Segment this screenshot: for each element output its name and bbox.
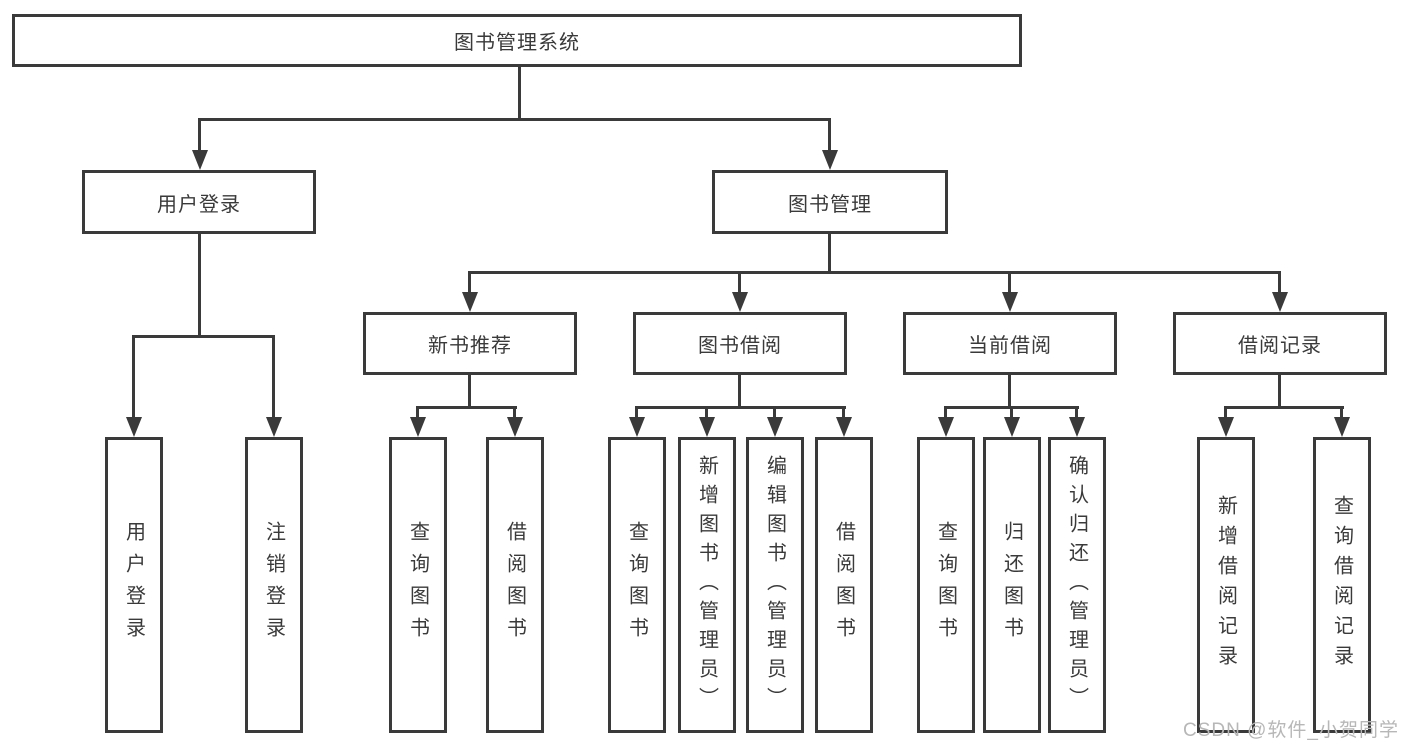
arrow-to-confirm-return: [1069, 417, 1085, 437]
leaf-confirm-return-admin-label: 确认归还（管理员）: [1065, 454, 1088, 716]
arrow-to-add-books: [699, 417, 715, 437]
connector-stem-add-record: [1224, 406, 1227, 417]
node-user-login-label: 用户登录: [157, 193, 241, 216]
leaf-return-books-label: 归还图书: [1000, 521, 1023, 649]
leaf-add-books-admin-label: 新增图书（管理员）: [695, 454, 718, 716]
leaf-logout-login-label: 注销登录: [262, 521, 285, 649]
arrow-to-query-borrow: [629, 417, 645, 437]
arrow-to-book-borrow: [732, 292, 748, 312]
connector-stem-leaf-user-login: [132, 335, 135, 417]
node-new-book-recommend-label: 新书推荐: [428, 335, 512, 357]
connector-book-management-trunk: [828, 233, 831, 271]
leaf-logout-login: 注销登录: [245, 437, 303, 733]
node-book-management: 图书管理: [712, 170, 948, 234]
connector-book-management-split: [468, 271, 1281, 274]
connector-stem-query-borrow: [635, 406, 638, 417]
leaf-add-books-admin: 新增图书（管理员）: [678, 437, 736, 733]
leaf-query-books-borrow-label: 查询图书: [625, 521, 648, 649]
leaf-borrow-books-recommend-label: 借阅图书: [503, 521, 526, 649]
connector-stem-edit-books: [773, 406, 776, 417]
leaf-query-borrow-record-label: 查询借阅记录: [1330, 495, 1353, 675]
node-user-login: 用户登录: [82, 170, 316, 234]
arrow-to-query-record: [1334, 417, 1350, 437]
arrow-to-borrow-recommend: [507, 417, 523, 437]
arrow-to-edit-books: [767, 417, 783, 437]
connector-user-login-trunk: [198, 233, 201, 335]
connector-user-login-split: [132, 335, 275, 338]
connector-stem-leaf-logout: [272, 335, 275, 417]
connector-stem-new-book-recommend: [468, 271, 471, 292]
connector-stem-add-books: [705, 406, 708, 417]
arrow-to-add-record: [1218, 417, 1234, 437]
leaf-edit-books-admin: 编辑图书（管理员）: [746, 437, 804, 733]
leaf-edit-books-admin-label: 编辑图书（管理员）: [763, 454, 786, 716]
connector-stem-return-books: [1010, 406, 1013, 417]
leaf-query-books-recommend: 查询图书: [389, 437, 447, 733]
connector-root-split: [198, 118, 831, 121]
connector-book-borrow-split: [635, 406, 846, 409]
leaf-user-login: 用户登录: [105, 437, 163, 733]
node-current-borrow: 当前借阅: [903, 312, 1117, 375]
connector-stem-user-login: [198, 118, 201, 150]
connector-stem-book-management: [828, 118, 831, 150]
arrow-to-leaf-user-login: [126, 417, 142, 437]
connector-borrow-records-split: [1224, 406, 1344, 409]
arrow-to-current-borrow: [1002, 292, 1018, 312]
connector-book-borrow-trunk: [738, 375, 741, 406]
arrow-to-new-book-recommend: [462, 292, 478, 312]
arrow-to-query-current: [938, 417, 954, 437]
connector-stem-query-record: [1340, 406, 1343, 417]
leaf-confirm-return-admin: 确认归还（管理员）: [1048, 437, 1106, 733]
leaf-query-books-current: 查询图书: [917, 437, 975, 733]
connector-stem-confirm-return: [1075, 406, 1078, 417]
node-new-book-recommend: 新书推荐: [363, 312, 577, 375]
leaf-add-borrow-record: 新增借阅记录: [1197, 437, 1255, 733]
leaf-query-books-recommend-label: 查询图书: [406, 521, 429, 649]
connector-root-trunk: [518, 67, 521, 118]
leaf-borrow-books-label: 借阅图书: [832, 521, 855, 649]
connector-stem-query-current: [944, 406, 947, 417]
node-book-borrow-label: 图书借阅: [698, 335, 782, 357]
connector-stem-borrow-books: [842, 406, 845, 417]
leaf-query-books-borrow: 查询图书: [608, 437, 666, 733]
leaf-query-borrow-record: 查询借阅记录: [1313, 437, 1371, 733]
node-root: 图书管理系统: [12, 14, 1022, 67]
csdn-watermark: CSDN @软件_小贺同学: [1183, 720, 1399, 741]
leaf-borrow-books: 借阅图书: [815, 437, 873, 733]
arrow-to-user-login: [192, 150, 208, 170]
connector-current-borrow-trunk: [1008, 375, 1011, 406]
node-borrow-records-label: 借阅记录: [1238, 335, 1322, 357]
leaf-add-borrow-record-label: 新增借阅记录: [1214, 495, 1237, 675]
connector-stem-current-borrow: [1008, 271, 1011, 292]
arrow-to-borrow-records: [1272, 292, 1288, 312]
leaf-user-login-label: 用户登录: [122, 521, 145, 649]
connector-stem-book-borrow: [738, 271, 741, 292]
node-root-label: 图书管理系统: [454, 32, 580, 54]
arrow-to-return-books: [1004, 417, 1020, 437]
node-book-borrow: 图书借阅: [633, 312, 847, 375]
arrow-to-borrow-books: [836, 417, 852, 437]
connector-new-book-recommend-trunk: [468, 375, 471, 406]
node-current-borrow-label: 当前借阅: [968, 335, 1052, 357]
leaf-return-books: 归还图书: [983, 437, 1041, 733]
arrow-to-book-management: [822, 150, 838, 170]
arrow-to-query-recommend: [410, 417, 426, 437]
connector-new-book-recommend-split: [416, 406, 517, 409]
connector-stem-query-recommend: [416, 406, 419, 417]
leaf-borrow-books-recommend: 借阅图书: [486, 437, 544, 733]
node-borrow-records: 借阅记录: [1173, 312, 1387, 375]
leaf-query-books-current-label: 查询图书: [934, 521, 957, 649]
arrow-to-leaf-logout: [266, 417, 282, 437]
connector-borrow-records-trunk: [1278, 375, 1281, 406]
connector-stem-borrow-records: [1278, 271, 1281, 292]
connector-stem-borrow-recommend: [513, 406, 516, 417]
node-book-management-label: 图书管理: [788, 193, 872, 216]
